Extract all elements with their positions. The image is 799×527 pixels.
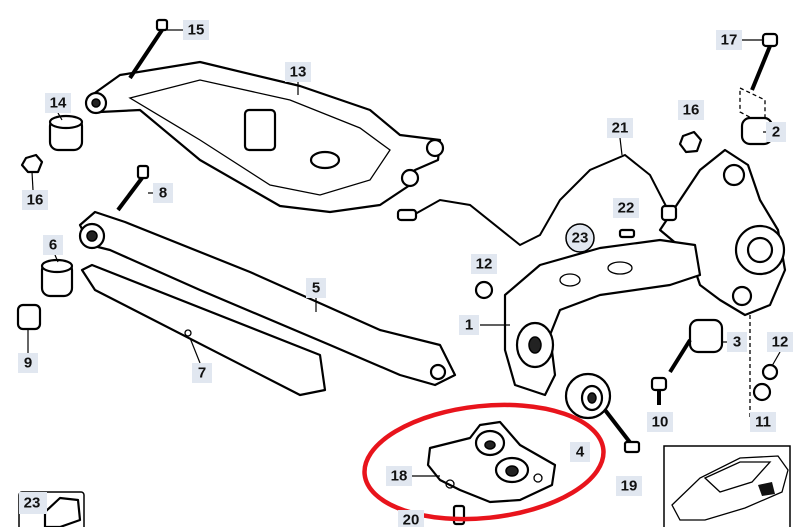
callout-12-left[interactable]: 12	[471, 254, 497, 274]
callout-1[interactable]: 1	[459, 315, 479, 335]
callout-22[interactable]: 22	[613, 198, 639, 218]
bushing-6[interactable]	[40, 258, 74, 298]
svg-text:12: 12	[476, 256, 493, 273]
callout-13[interactable]: 13	[285, 62, 311, 82]
callout-11[interactable]: 11	[750, 412, 776, 432]
svg-text:23: 23	[572, 230, 589, 247]
callout-23-inset[interactable]: 23	[19, 492, 47, 514]
nut-16-right[interactable]	[678, 130, 703, 154]
svg-text:20: 20	[403, 512, 420, 527]
bolt-17[interactable]	[739, 32, 779, 127]
svg-text:7: 7	[198, 365, 206, 382]
callout-6[interactable]: 6	[43, 235, 63, 255]
callout-16-left[interactable]: 16	[22, 190, 48, 210]
bushing-3[interactable]	[668, 318, 724, 374]
svg-text:17: 17	[721, 32, 738, 49]
callout-18[interactable]: 18	[386, 466, 412, 486]
highlight-ellipse	[362, 402, 606, 522]
callout-17[interactable]: 17	[716, 30, 742, 50]
svg-text:1: 1	[465, 317, 473, 334]
svg-text:18: 18	[391, 468, 408, 485]
svg-text:8: 8	[159, 185, 167, 202]
nut-16-left[interactable]	[20, 153, 44, 174]
svg-text:9: 9	[24, 355, 32, 372]
bolt-8[interactable]	[116, 164, 150, 212]
svg-text:16: 16	[27, 192, 44, 209]
svg-text:12: 12	[772, 334, 789, 351]
svg-text:4: 4	[576, 444, 585, 461]
shield-7[interactable]	[80, 263, 327, 397]
callout-23-circled[interactable]: 23	[565, 223, 595, 253]
callout-21[interactable]: 21	[607, 118, 633, 138]
svg-text:10: 10	[652, 414, 669, 431]
callout-15[interactable]: 15	[183, 20, 209, 40]
svg-text:15: 15	[188, 22, 205, 39]
callout-3[interactable]: 3	[727, 332, 747, 352]
leader-lines	[27, 29, 781, 477]
nut-12-left[interactable]	[474, 280, 494, 300]
mount-18[interactable]	[426, 420, 557, 504]
vehicle-inset	[663, 445, 791, 527]
callout-4[interactable]: 4	[570, 442, 590, 462]
nut-12-right[interactable]	[761, 363, 779, 381]
callout-16-right[interactable]: 16	[678, 100, 704, 120]
bushing-14[interactable]	[48, 114, 84, 152]
callout-labels: 15 13 14 16 8 6 5 9 7 21 17 16 2 22 23 1…	[18, 20, 793, 527]
bolt-15[interactable]	[128, 18, 169, 80]
svg-text:23: 23	[24, 495, 41, 512]
svg-text:21: 21	[612, 120, 629, 137]
control-arm-1[interactable]	[503, 238, 702, 397]
callout-12-right[interactable]: 12	[767, 332, 793, 352]
bolt-19[interactable]	[603, 408, 641, 454]
wheel-carrier[interactable]	[658, 148, 787, 317]
callout-10[interactable]: 10	[647, 412, 673, 432]
upper-control-arm[interactable]	[84, 60, 445, 214]
svg-text:16: 16	[683, 102, 700, 119]
bolt-22[interactable]	[618, 228, 636, 239]
svg-text:3: 3	[733, 334, 741, 351]
callout-19[interactable]: 19	[616, 476, 642, 496]
bolt-10[interactable]	[650, 376, 668, 405]
svg-text:13: 13	[290, 64, 307, 81]
washer-11[interactable]	[752, 382, 772, 402]
callout-9[interactable]: 9	[18, 353, 38, 373]
svg-text:14: 14	[50, 95, 67, 112]
callout-2[interactable]: 2	[766, 122, 786, 142]
svg-text:5: 5	[312, 280, 320, 297]
callout-14[interactable]: 14	[45, 93, 71, 113]
callout-5[interactable]: 5	[306, 278, 326, 298]
sensor-cable-21[interactable]	[396, 153, 678, 247]
bracket-9[interactable]	[16, 303, 42, 331]
callout-20[interactable]: 20	[398, 510, 424, 527]
bushing-4[interactable]	[564, 372, 612, 420]
svg-text:22: 22	[618, 200, 635, 217]
lower-arm-5[interactable]	[78, 210, 457, 387]
callout-7[interactable]: 7	[192, 363, 212, 383]
callout-8[interactable]: 8	[153, 183, 173, 203]
svg-text:6: 6	[49, 237, 57, 254]
svg-text:2: 2	[772, 124, 780, 141]
svg-text:19: 19	[621, 478, 638, 495]
svg-text:11: 11	[755, 414, 771, 431]
